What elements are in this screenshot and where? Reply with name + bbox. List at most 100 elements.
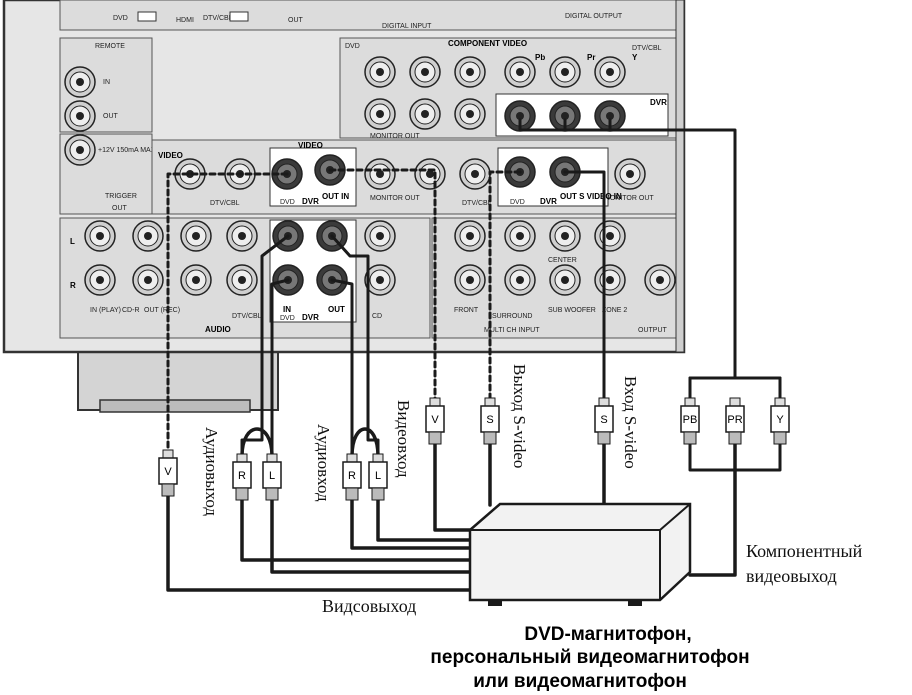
svideo-out-plug-letter: S [486,414,493,426]
component-monitor-jack-2 [454,98,486,130]
audio-dvr-in-r-jack [272,264,304,296]
mch-jack-top-0 [454,220,486,252]
hdmi-label: HDMI [176,17,194,24]
component-jack-top-3 [504,56,536,88]
device-caption-line1: DVD-магнитофон, [524,624,691,645]
video-left-title: VIDEO [158,151,183,160]
component-jack-top-0 [364,56,396,88]
device-caption: DVD-магнитофон, персональный видеомагнит… [430,624,749,692]
audio-out-plug-l-letter: L [269,470,275,482]
svideo-out-dashed-cable [488,170,522,406]
remote-in-label: IN [103,79,110,86]
digital-input-label: DIGITAL INPUT [382,23,432,30]
receiver-foot [99,399,251,413]
component-cable [518,118,737,380]
audio-l-jack-2 [180,220,212,252]
audio-r-jack-3 [226,264,258,296]
audio-cd-label: CD [372,313,382,320]
dvd-recorder-device [468,502,692,606]
svideo-out-plug: S [480,397,500,445]
svideo-dtv-label: DTV/CBL [462,200,492,207]
trigger-out: OUT [112,205,128,212]
audio-in-label: IN [283,305,291,314]
audio-title: AUDIO [205,325,231,334]
mch-jack-bot-3 [594,264,626,296]
video-monitor-jack [364,158,396,190]
audio-l-label: L [70,237,75,246]
audio-out-plug-r-letter: R [238,470,246,482]
audio-out-lower-cable-r [240,498,472,562]
svideo-in-annotation: Вход S-video [621,376,640,469]
svideo-jack-0 [414,158,446,190]
zone-output-jack [644,264,676,296]
component-pb-plug-letter: PB [683,414,698,426]
digital-output-label: DIGITAL OUTPUT [565,13,623,20]
device-caption-line2: персональный видеомагнитофон [430,647,749,668]
audio-out-cable-l [270,278,290,458]
remote-out-label: OUT [103,113,119,120]
svideo-out-annotation: Выход S-video [510,364,529,468]
audio-in-lower-cable-r [350,498,472,550]
svideo-monitor-jack [614,158,646,190]
audio-out-rec: OUT (REC) [144,307,180,314]
audio-dvd-label: DVD [280,315,295,322]
audio-in-cable-r [330,278,354,458]
hdmi-out-label: OUT [288,17,304,24]
audio-in-plug-l: L [368,453,388,501]
svideo-label: OUT S VIDEO IN [560,192,622,201]
mch-sub: SUB WOOFER [548,307,596,314]
component-annotation-line2: видеовыход [746,566,837,586]
component-jack-top-1 [409,56,441,88]
audio-in-plug-r: R [342,453,362,501]
audio-r-jack-1 [132,264,164,296]
component-y-plug-letter: Y [776,414,784,426]
audio-cdr: CD-R [122,307,140,314]
video-out-lower-cable [166,488,472,592]
rca-jacks [64,56,676,296]
video-section-title: VIDEO [298,141,323,150]
component-jack-top-5 [594,56,626,88]
mch-jack-bot-2 [549,264,581,296]
audio-in-plug-l-letter: L [375,470,381,482]
svideo-in-plug: S [594,397,614,445]
mch-jack-bot-0 [454,264,486,296]
audio-r-jack-2 [180,264,212,296]
video-dvr-label: DVR [302,197,319,206]
comp-dvd-label: DVD [345,43,360,50]
audio-in-lower-cable-l [376,498,472,542]
video-out-plug-letter: V [164,466,172,478]
annotations: Аудиовыход Аудиовход Видеовход Выход S-v… [202,364,863,616]
video-in-annotation: Видеовход [394,400,413,478]
audio-in-play: IN (PLAY) [90,307,121,314]
svideo-in-cable [563,170,606,406]
mch-title: MULTI CH INPUT [484,327,540,334]
video-in-dashed-cable [328,168,437,406]
audio-in-plug-r-letter: R [348,470,356,482]
audio-l-jack-3 [226,220,258,252]
component-lower-cable [688,438,737,577]
remote-out-jack [64,100,96,132]
audio-out-label: OUT [328,305,345,314]
component-monitor-jack-1 [409,98,441,130]
hdmi-dvd-label: DVD [113,15,128,22]
audio-dtv-label: DTV/CBL [232,313,262,320]
receiver-rear-panel: DVD HDMI DTV/CBL OUT DIGITAL INPUT DIGIT… [2,0,686,413]
mch-center: CENTER [548,257,577,264]
component-jack-top-2 [454,56,486,88]
video-dtv-label: DTV/CBL [210,200,240,207]
video-in-plug: V [425,397,445,445]
video-in-lower-cable [433,438,476,532]
component-dvr-jack-0 [504,100,536,132]
video-out-plug: V [158,449,178,497]
component-pr-plug: PR [725,397,745,445]
remote-in-jack [64,66,96,98]
remote-title: REMOTE [95,43,125,50]
mch-jack-top-1 [504,220,536,252]
audio-cd-r-jack [364,264,396,296]
audio-out-annotation: Аудиовыход [202,427,221,516]
audio-out-lower-cable-l [270,498,472,574]
mch-jack-top-2 [549,220,581,252]
video-out-dashed-cable [166,172,289,454]
component-monitor-jack-0 [364,98,396,130]
svideo-dvd-label: DVD [510,199,525,206]
